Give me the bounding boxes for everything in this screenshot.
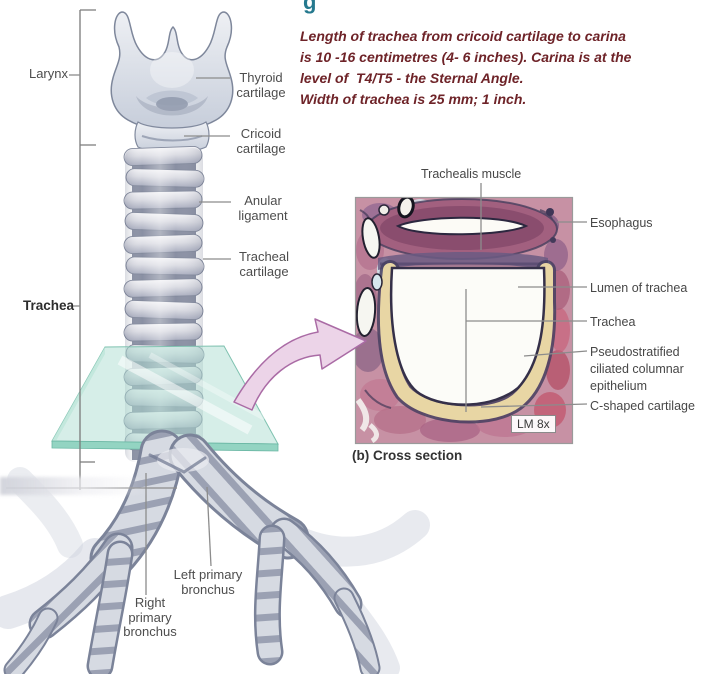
label-tracheal-cartilage: Tracheal cartilage xyxy=(238,249,290,279)
label-trachealis-muscle: Trachealis muscle xyxy=(421,167,522,181)
label-trachea-cross-section: Trachea xyxy=(590,315,636,329)
label-left-primary-bronchus: Left primary bronchus xyxy=(173,567,243,597)
erased-label-smudge xyxy=(0,477,150,495)
label-esophagus: Esophagus xyxy=(590,216,653,230)
label-cricoid-cartilage: Cricoid cartilage xyxy=(236,126,286,156)
label-larynx: Larynx xyxy=(28,66,68,81)
larynx-illustration xyxy=(110,11,234,153)
label-c-shaped-cartilage: C-shaped cartilage xyxy=(590,399,695,413)
label-right-primary-bronchus: Right primary bronchus xyxy=(123,595,177,639)
histology-cross-section xyxy=(354,196,574,445)
heading-fragment: g xyxy=(303,0,317,14)
label-thyroid-cartilage: Thyroid cartilage xyxy=(236,70,286,100)
trachea-note-text: Length of trachea from cricoid cartilage… xyxy=(300,28,632,107)
cross-section-caption: (b) Cross section xyxy=(352,448,463,463)
label-pseudostratified-epithelium: Pseudostratified ciliated columnar epith… xyxy=(590,345,684,393)
label-lumen-of-trachea: Lumen of trachea xyxy=(590,281,688,295)
magnification-badge: LM 8x xyxy=(511,415,556,433)
label-anular-ligament: Anular ligament xyxy=(238,193,288,223)
section-arrow xyxy=(233,318,367,411)
larynx-trachea-bracket xyxy=(79,9,96,490)
label-trachea: Trachea xyxy=(22,298,74,313)
